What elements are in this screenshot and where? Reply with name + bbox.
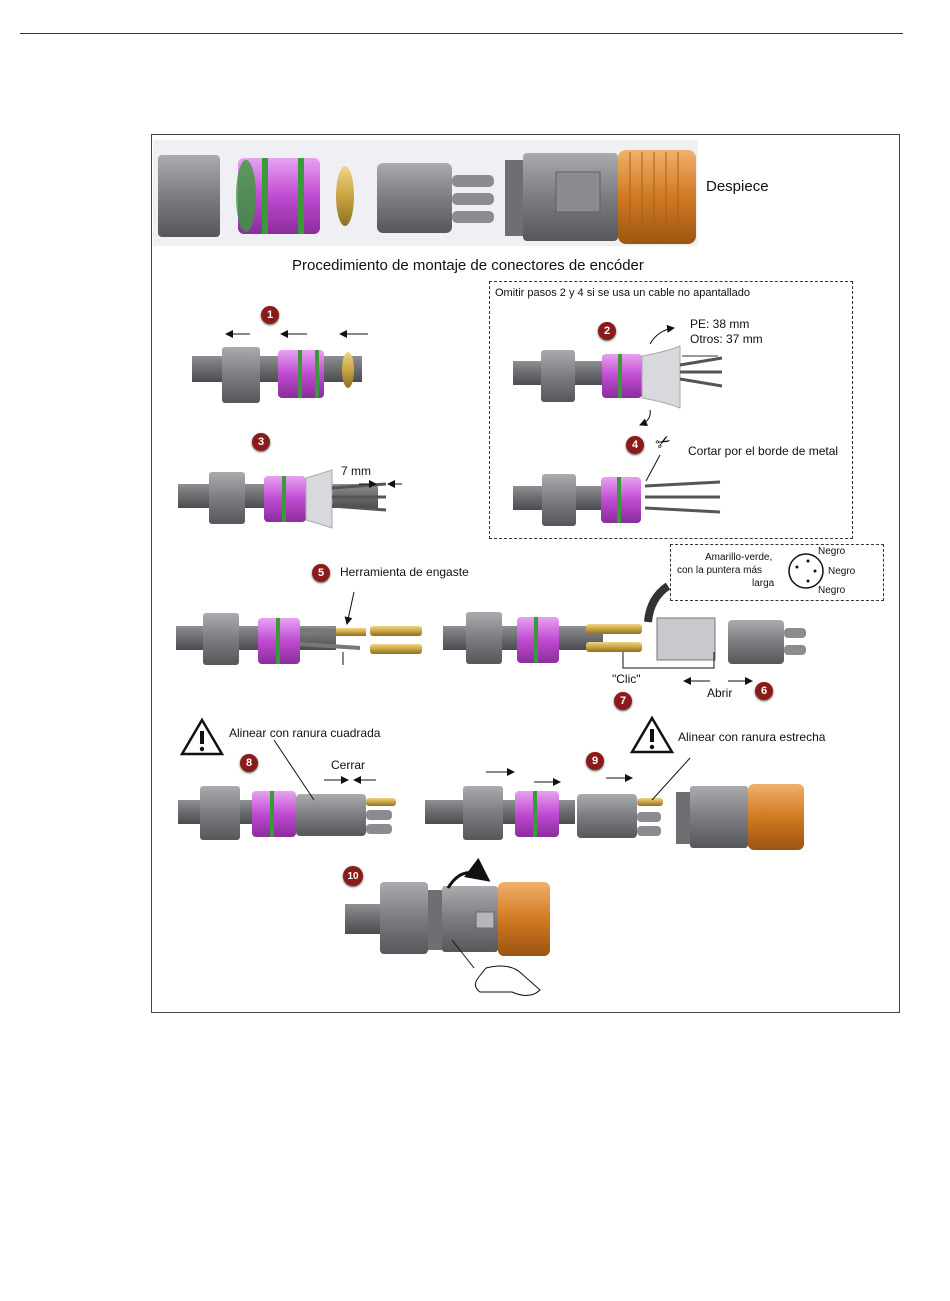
- click-label: "Clic": [612, 672, 641, 686]
- pin-bottom-label: Negro: [818, 585, 846, 596]
- step-badge-2: 2: [598, 322, 616, 340]
- warning-icon: [179, 717, 225, 756]
- others-length-label: Otros: 37 mm: [690, 332, 763, 346]
- step-badge-7: 7: [614, 692, 632, 710]
- step-badge-8: 8: [240, 754, 258, 772]
- pinout-note-line2: con la puntera más: [677, 565, 763, 576]
- pinout-diagram: [788, 553, 824, 589]
- pin-right-label: Negro: [828, 566, 856, 577]
- close-label: Cerrar: [331, 758, 366, 772]
- step-badge-6: 6: [755, 682, 773, 700]
- step-badge-9: 9: [586, 752, 604, 770]
- figure-title: Procedimiento de montaje de conectores d…: [292, 257, 644, 274]
- warning-icon: [629, 715, 675, 754]
- align-square-label: Alinear con ranura cuadrada: [229, 726, 381, 740]
- pinout-note-line1: Amarillo-verde,: [705, 552, 773, 563]
- shielded-note: Omitir pasos 2 y 4 si se usa un cable no…: [495, 287, 750, 299]
- step-badge-10: 10: [343, 866, 363, 886]
- pinout-note-line3: larga: [752, 578, 775, 589]
- strip-length-label: 7 mm: [341, 464, 371, 478]
- step-badge-1: 1: [261, 306, 279, 324]
- header-rule: [20, 33, 903, 34]
- align-narrow-label: Alinear con ranura estrecha: [678, 730, 826, 744]
- pinout-box: [670, 544, 884, 601]
- cut-label: Cortar por el borde de metal: [688, 444, 839, 458]
- step-badge-5: 5: [312, 564, 330, 582]
- pin-top-label: Negro: [818, 546, 846, 557]
- shielded-steps-box: [489, 281, 853, 539]
- step-badge-3: 3: [252, 433, 270, 451]
- step-badge-4: 4: [626, 436, 644, 454]
- pe-length-label: PE: 38 mm: [690, 317, 750, 331]
- exploded-label: Despiece: [706, 178, 769, 195]
- crimp-tool-label: Herramienta de engaste: [340, 565, 469, 579]
- open-label: Abrir: [707, 686, 733, 700]
